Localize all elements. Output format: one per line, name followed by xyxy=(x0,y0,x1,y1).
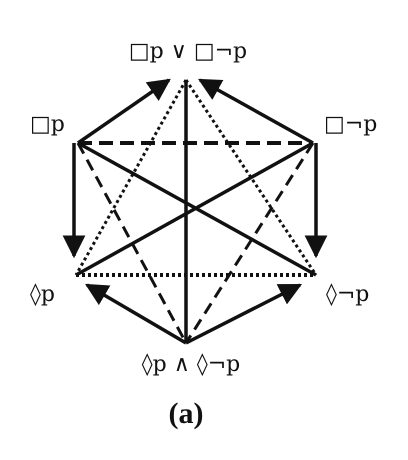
arrow-bottom-to-lower-right xyxy=(185,283,303,345)
arrow-upper-right-to-top xyxy=(198,78,314,145)
node-label-lower-right: ◊¬p xyxy=(326,282,369,307)
node-label-lower-left: ◊p xyxy=(30,282,55,307)
edge-upper-right-to-lower-left xyxy=(75,141,314,277)
node-label-top: □p ∨ □¬p xyxy=(129,39,247,64)
edge-top-to-lower-left xyxy=(74,79,188,276)
figure-caption: (a) xyxy=(169,397,204,430)
edge-upper-right-to-bottom xyxy=(184,142,315,344)
node-label-upper-left: □p xyxy=(30,112,65,137)
node-label-upper-right: □¬p xyxy=(324,112,377,137)
arrow-upper-left-to-top xyxy=(77,78,171,145)
arrow-bottom-to-lower-left xyxy=(85,283,187,345)
node-label-bottom: ◊p ∧ ◊¬p xyxy=(142,352,240,377)
